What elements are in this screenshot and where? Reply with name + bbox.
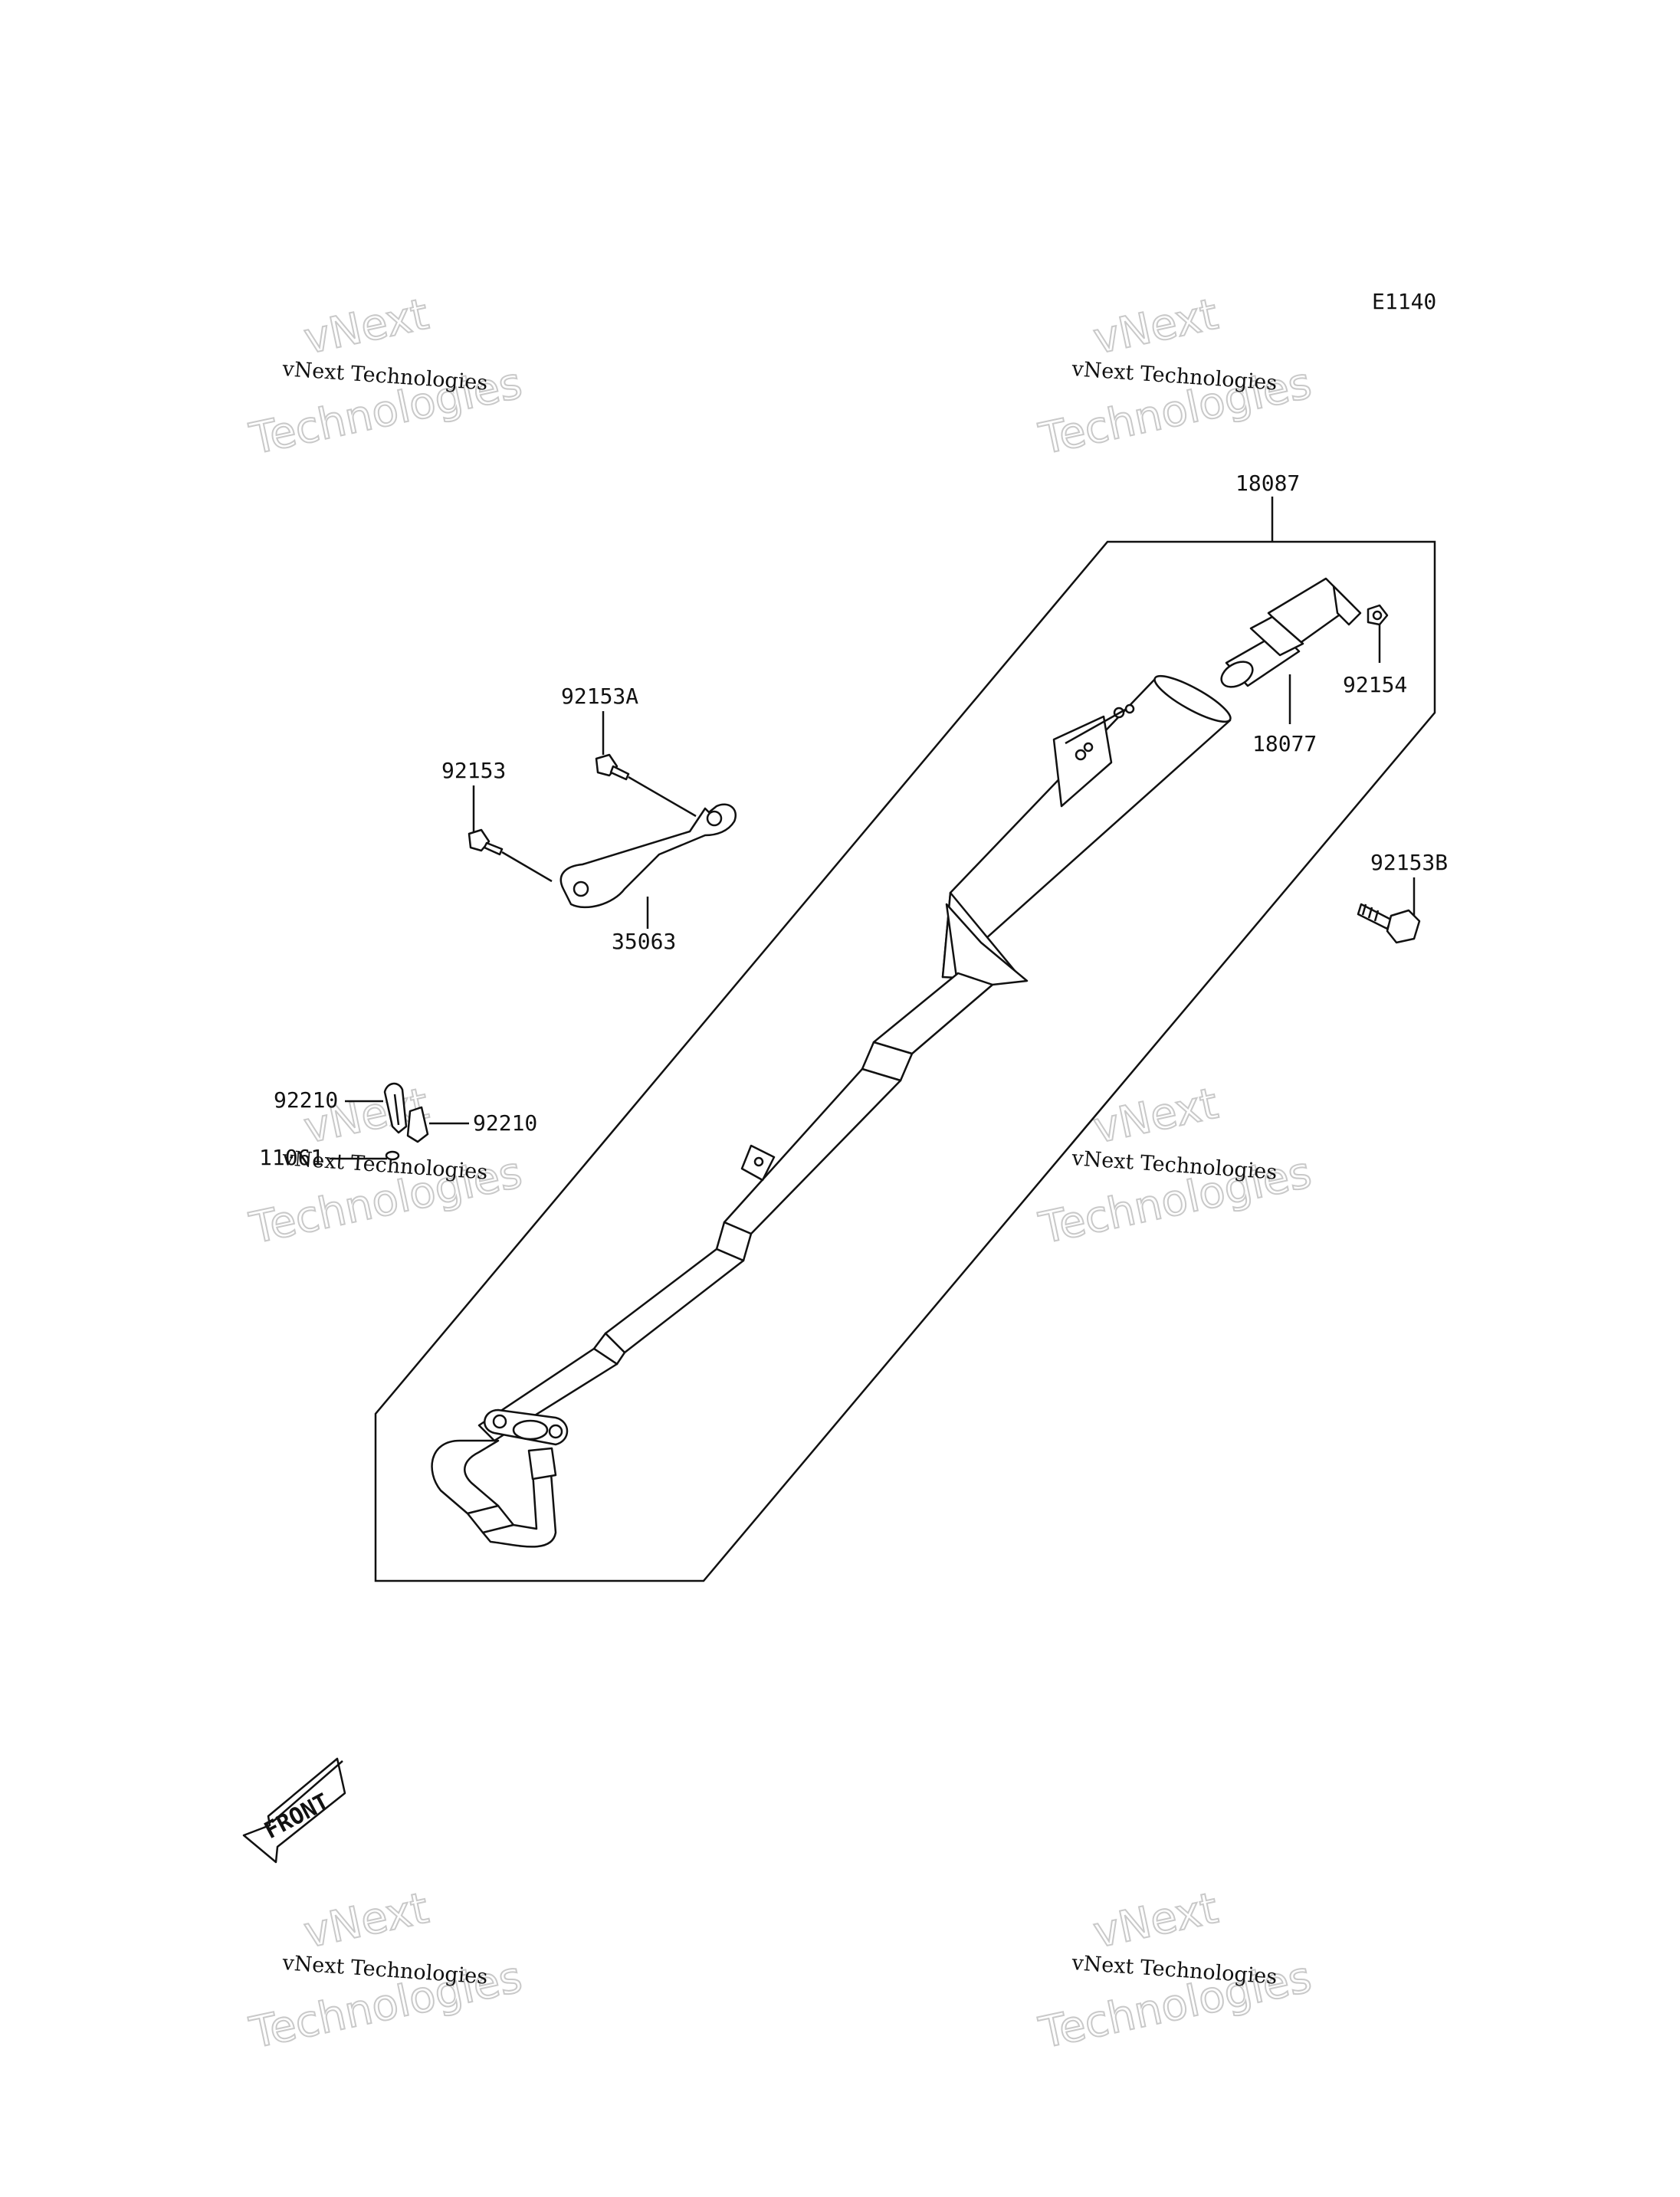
watermark-big-line1: vNext <box>1089 1079 1222 1154</box>
bolt <box>468 828 504 856</box>
bolt-a <box>595 753 630 781</box>
bolt-b-label: 92153B <box>1370 850 1448 875</box>
clamp-right <box>406 1106 429 1143</box>
watermark-big-line1: vNext <box>1089 1884 1222 1959</box>
bolt-label: 92153 <box>441 758 506 783</box>
watermark-big-line1: vNext <box>300 290 433 365</box>
bracket-label: 35063 <box>612 929 676 954</box>
clamp-left <box>383 1082 408 1134</box>
bolt-b <box>1357 903 1421 944</box>
assembly-outline <box>374 540 1436 1582</box>
watermark-top-right: vNext Technologies vNext Technologies <box>1034 289 1316 466</box>
clamp-left-label: 92210 <box>274 1087 338 1113</box>
watermark-big-line1: vNext <box>300 1884 433 1959</box>
watermark-top-left: vNext Technologies vNext Technologies <box>244 289 527 466</box>
watermark-big-line1: vNext <box>1089 290 1222 365</box>
tail-pipe <box>1220 577 1362 688</box>
watermark-bottom-left: vNext Technologies vNext Technologies <box>244 1883 527 2060</box>
watermark-mid-right: vNext Technologies vNext Technologies <box>1034 1078 1316 1255</box>
muffler <box>941 674 1232 990</box>
assembly-label: 18087 <box>1235 471 1300 496</box>
gasket-label: 11061 <box>259 1145 323 1170</box>
bolt-link <box>501 851 553 883</box>
exhaust-pipe <box>431 972 994 1548</box>
tail-pipe-label: 18077 <box>1252 731 1317 756</box>
watermark-mid-left: vNext Technologies vNext Technologies <box>244 1078 527 1255</box>
bolt-a-label: 92153A <box>561 684 638 709</box>
bolt-a-link <box>628 776 697 818</box>
nut-label: 92154 <box>1343 672 1407 697</box>
clamp-right-label: 92210 <box>473 1110 537 1136</box>
bracket <box>559 803 737 909</box>
gasket <box>385 1150 400 1161</box>
front-direction-arrow: FRONT <box>242 1757 346 1864</box>
nut <box>1367 604 1389 626</box>
watermark-bottom-right: vNext Technologies vNext Technologies <box>1034 1883 1316 2060</box>
diagram-code: E1140 <box>1372 289 1436 314</box>
